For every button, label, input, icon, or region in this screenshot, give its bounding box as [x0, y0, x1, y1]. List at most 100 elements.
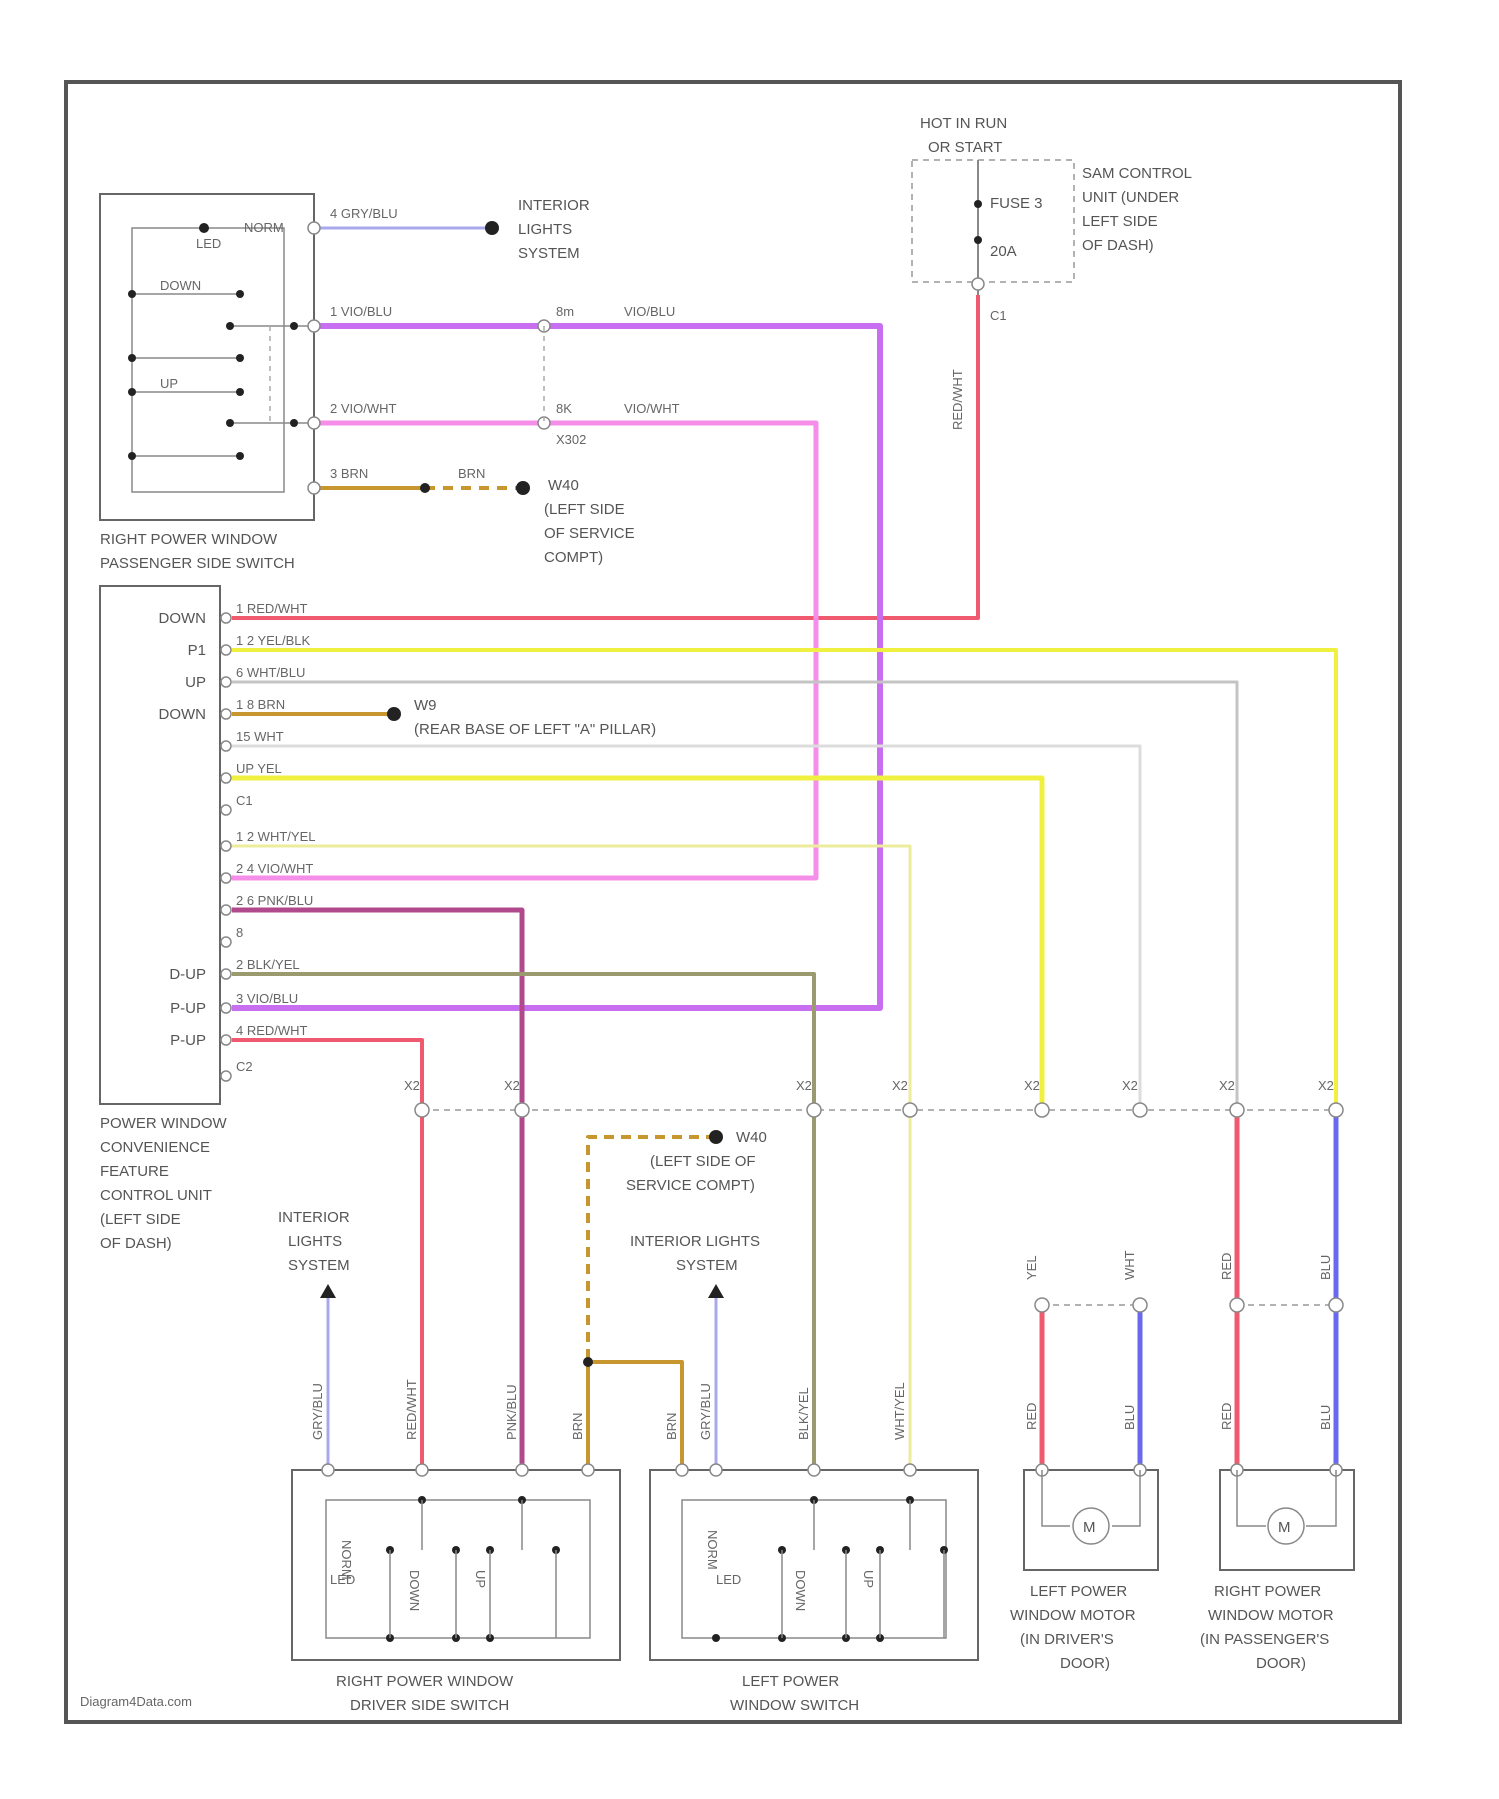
left-switch-label-1: LEFT POWER [742, 1673, 839, 1690]
lsw-wire-2: GRY/BLU [698, 1383, 713, 1440]
lm-wire-bot-b: BLU [1122, 1405, 1137, 1430]
passenger-switch: LED NORM DOWN UP RIGHT POWER WINDOW PASS… [100, 194, 680, 572]
conn-label-5: X2 [1024, 1078, 1040, 1093]
pin3-label: 3 BRN [330, 466, 368, 481]
interior-label-1: INTERIOR [518, 197, 590, 214]
lower-ground-2: (LEFT SIDE OF [650, 1153, 756, 1170]
conn-label-2: X2 [504, 1078, 520, 1093]
ground-icon [516, 481, 530, 495]
control-unit-pin-wire: 4 RED/WHT [236, 1023, 308, 1038]
control-unit-pin-wire: UP YEL [236, 761, 282, 776]
wires [232, 228, 1336, 1470]
conn-label-4: X2 [892, 1078, 908, 1093]
control-unit-pin [221, 1003, 231, 1013]
control-unit-pin-wire: 2 6 PNK/BLU [236, 893, 313, 908]
lower-ground-1: W40 [736, 1129, 767, 1146]
control-unit-pin-function: P1 [188, 642, 206, 659]
control-unit-pin-wire: 1 2 YEL/BLK [236, 633, 311, 648]
passenger-contact-up: UP [160, 376, 178, 391]
lm-wire-bot-a: RED [1024, 1403, 1039, 1430]
ground-label-2: (LEFT SIDE [544, 501, 625, 518]
control-unit-pin [221, 937, 231, 947]
control-unit-pin-wire: 2 BLK/YEL [236, 957, 300, 972]
control-unit-pin-function: DOWN [159, 610, 207, 627]
cu-label-2: CONVENIENCE [100, 1139, 210, 1156]
lsw-led: LED [716, 1572, 741, 1587]
control-unit-pin [221, 841, 231, 851]
rm-wire-bot-b: BLU [1318, 1405, 1333, 1430]
passenger-contact-norm: NORM [244, 220, 284, 235]
cu-label-1: POWER WINDOW [100, 1115, 227, 1132]
control-unit-pin-wire: 1 RED/WHT [236, 601, 308, 616]
lsw-wire-4: WHT/YEL [892, 1382, 907, 1440]
int-left-3: SYSTEM [288, 1257, 350, 1274]
dsw-wire-1: GRY/BLU [310, 1383, 325, 1440]
control-unit-pin [221, 709, 231, 719]
sam-box [912, 160, 1074, 282]
pin1-label: 1 VIO/BLU [330, 304, 392, 319]
control-unit-pin-wire: 1 8 BRN [236, 697, 285, 712]
lsw-contact-1: NORM [705, 1530, 720, 1570]
driver-switch-label-2: DRIVER SIDE SWITCH [350, 1697, 509, 1714]
wire-wht-yel [232, 846, 910, 1470]
right-motor-label-2: WINDOW MOTOR [1208, 1607, 1334, 1624]
interior-lights-lower: INTERIOR LIGHTS SYSTEM INTERIOR LIGHTS S… [278, 1209, 760, 1298]
cu-label-5: (LEFT SIDE [100, 1211, 181, 1228]
driver-side-switch: LED NORM DOWN UP RIGHT POWER WINDOW DRIV… [292, 1464, 620, 1714]
right-motor-label-4: DOOR) [1256, 1655, 1306, 1672]
pin4-label: 4 GRY/BLU [330, 206, 398, 221]
splice-1-label: 8m [556, 304, 574, 319]
left-motor-label-2: WINDOW MOTOR [1010, 1607, 1136, 1624]
control-unit-pin [221, 645, 231, 655]
ground-w9-label-1: W9 [414, 697, 437, 714]
sam-label-3: LEFT SIDE [1082, 213, 1158, 230]
conn-label-7: X2 [1219, 1078, 1235, 1093]
left-motor-label-3: (IN DRIVER'S [1020, 1631, 1114, 1648]
lsw-wire-1: BRN [664, 1413, 679, 1440]
lm-wire-top-a: YEL [1024, 1255, 1039, 1280]
control-unit-pin [221, 613, 231, 623]
control-unit-box [100, 586, 220, 1104]
ground-w9-label-2: (REAR BASE OF LEFT "A" PILLAR) [414, 721, 656, 738]
dsw-wire-2: RED/WHT [404, 1379, 419, 1440]
control-unit-pin-wire: 15 WHT [236, 729, 284, 744]
conn-label-6: X2 [1122, 1078, 1138, 1093]
lsw-contact-3: UP [861, 1570, 876, 1588]
conn-label-3: X2 [796, 1078, 812, 1093]
control-unit-pin-wire: 6 WHT/BLU [236, 665, 305, 680]
lower-ground-3: SERVICE COMPT) [626, 1177, 755, 1194]
rm-wire-top-b: BLU [1318, 1255, 1333, 1280]
control-unit-pin [221, 969, 231, 979]
left-motor-label-4: DOOR) [1060, 1655, 1110, 1672]
conn-label-8: X2 [1318, 1078, 1334, 1093]
passenger-switch-label-2: PASSENGER SIDE SWITCH [100, 555, 295, 572]
dsw-contact-1: NORM [339, 1540, 354, 1580]
int-mid-2: SYSTEM [676, 1257, 738, 1274]
watermark: Diagram4Data.com [80, 1694, 192, 1709]
dsw-wire-4: BRN [570, 1413, 585, 1440]
control-unit-pin-function: D-UP [169, 966, 206, 983]
vertical-wire-labels: GRY/BLU RED/WHT PNK/BLU BRN BRN GRY/BLU … [310, 1250, 1333, 1440]
passenger-contact-down: DOWN [160, 278, 201, 293]
interior-lights-arrow [485, 221, 499, 235]
right-window-motor: M RIGHT POWER WINDOW MOTOR (IN PASSENGER… [1200, 1464, 1354, 1672]
control-unit-pin-function: UP [185, 674, 206, 691]
rm-wire-bot-a: RED [1219, 1403, 1234, 1430]
ground-w9-icon [387, 707, 401, 721]
wire-red-wht-supply [232, 295, 978, 618]
passenger-led: LED [196, 236, 221, 251]
int-left-1: INTERIOR [278, 1209, 350, 1226]
arrow-up-icon [320, 1284, 336, 1298]
cu-label-4: CONTROL UNIT [100, 1187, 212, 1204]
int-mid-1: INTERIOR LIGHTS [630, 1233, 760, 1250]
control-unit-pin-wire: 8 [236, 925, 243, 940]
control-unit-pin-function: P-UP [170, 1032, 206, 1049]
int-left-2: LIGHTS [288, 1233, 342, 1250]
splice-2-label: 8K [556, 401, 572, 416]
left-motor-label-1: LEFT POWER [1030, 1583, 1127, 1600]
pin2-label: 2 VIO/WHT [330, 401, 397, 416]
fuse-rating: 20A [990, 243, 1017, 260]
ground-label-3: OF SERVICE [544, 525, 635, 542]
passenger-switch-label-1: RIGHT POWER WINDOW [100, 531, 278, 548]
